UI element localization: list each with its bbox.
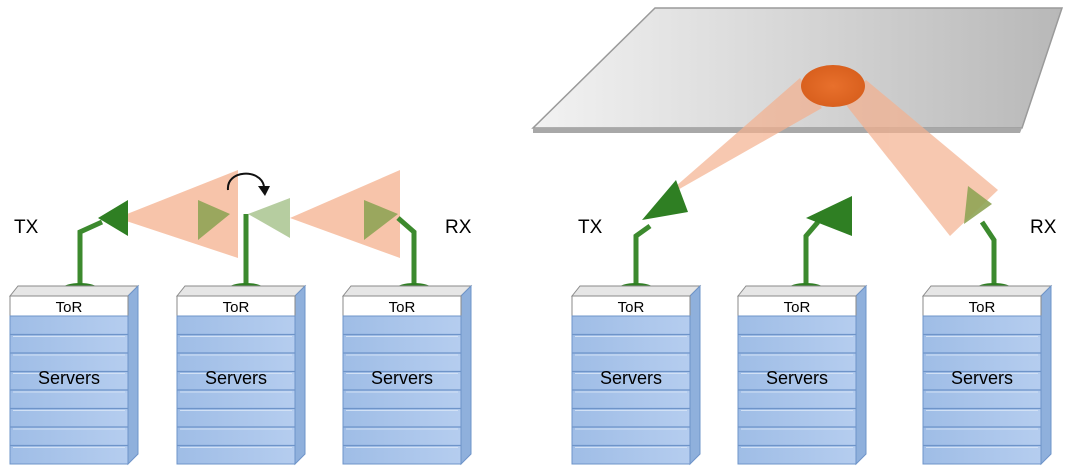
tx-label-right: TX — [578, 217, 603, 238]
servers-label: Servers — [38, 368, 100, 388]
servers-label: Servers — [371, 368, 433, 388]
rack-left-2: ToR Servers — [175, 284, 307, 466]
servers-label: Servers — [766, 368, 828, 388]
rack-right-1: ToR Servers — [570, 284, 702, 466]
antenna-rx-left — [396, 216, 431, 293]
tor-label: ToR — [969, 299, 996, 316]
rx-label-right: RX — [1030, 217, 1057, 238]
tor-label: ToR — [618, 299, 645, 316]
tor-label: ToR — [784, 299, 811, 316]
rack-right-2: ToR Servers — [736, 284, 868, 466]
antenna-middle-right — [789, 196, 852, 293]
racks: ToR Servers ToR Servers ToR Servers ToR Servers… — [8, 284, 1053, 466]
tx-label-left: TX — [14, 217, 39, 238]
servers-label: Servers — [951, 368, 1013, 388]
tor-label: ToR — [223, 299, 250, 316]
tor-label: ToR — [389, 299, 416, 316]
servers-label: Servers — [205, 368, 267, 388]
relay-cones — [198, 198, 398, 240]
rack-left-3: ToR Servers — [341, 284, 473, 466]
reflected-beams — [660, 78, 998, 236]
antenna-tx-left — [63, 200, 128, 293]
rack-right-3: ToR Servers — [921, 284, 1053, 466]
antenna-tx-right — [619, 180, 688, 293]
rx-label-left: RX — [445, 217, 472, 238]
rack-left-1: ToR Servers — [8, 284, 140, 466]
rotate-arrow-icon — [226, 172, 270, 196]
direct-beams — [117, 170, 400, 258]
reflection-spot — [801, 65, 865, 107]
antenna-rx-right — [964, 186, 1011, 293]
servers-label: Servers — [600, 368, 662, 388]
tor-label: ToR — [56, 299, 83, 316]
